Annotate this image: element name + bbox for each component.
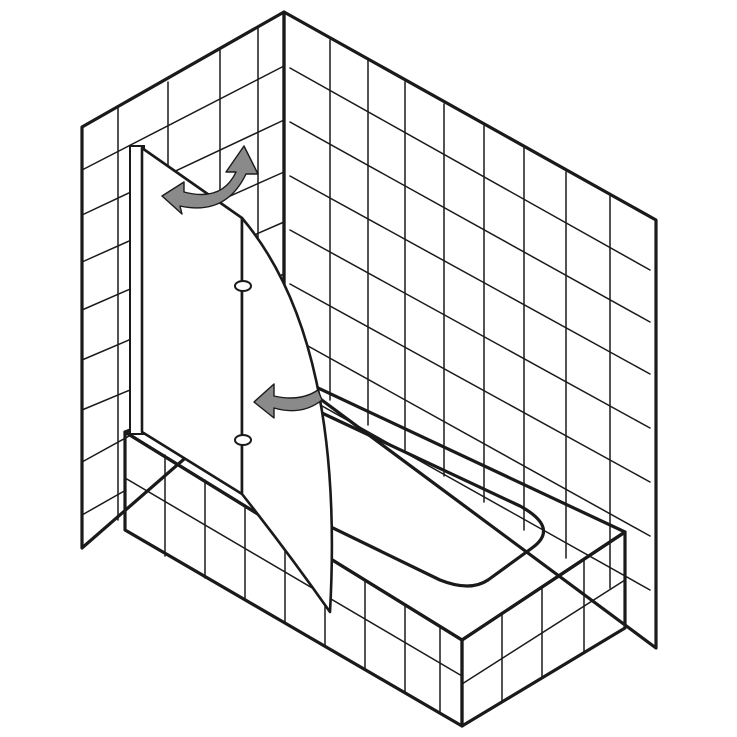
curved-arrow-left-icon bbox=[253, 383, 323, 419]
back-wall bbox=[282, 10, 658, 650]
curved-arrow-up-icon bbox=[161, 145, 259, 215]
hinge-upper bbox=[234, 280, 252, 292]
folding-glass-panel bbox=[240, 216, 334, 614]
bath-screen bbox=[129, 145, 334, 614]
hinge-lower bbox=[234, 434, 252, 446]
tub-basin bbox=[228, 396, 546, 588]
